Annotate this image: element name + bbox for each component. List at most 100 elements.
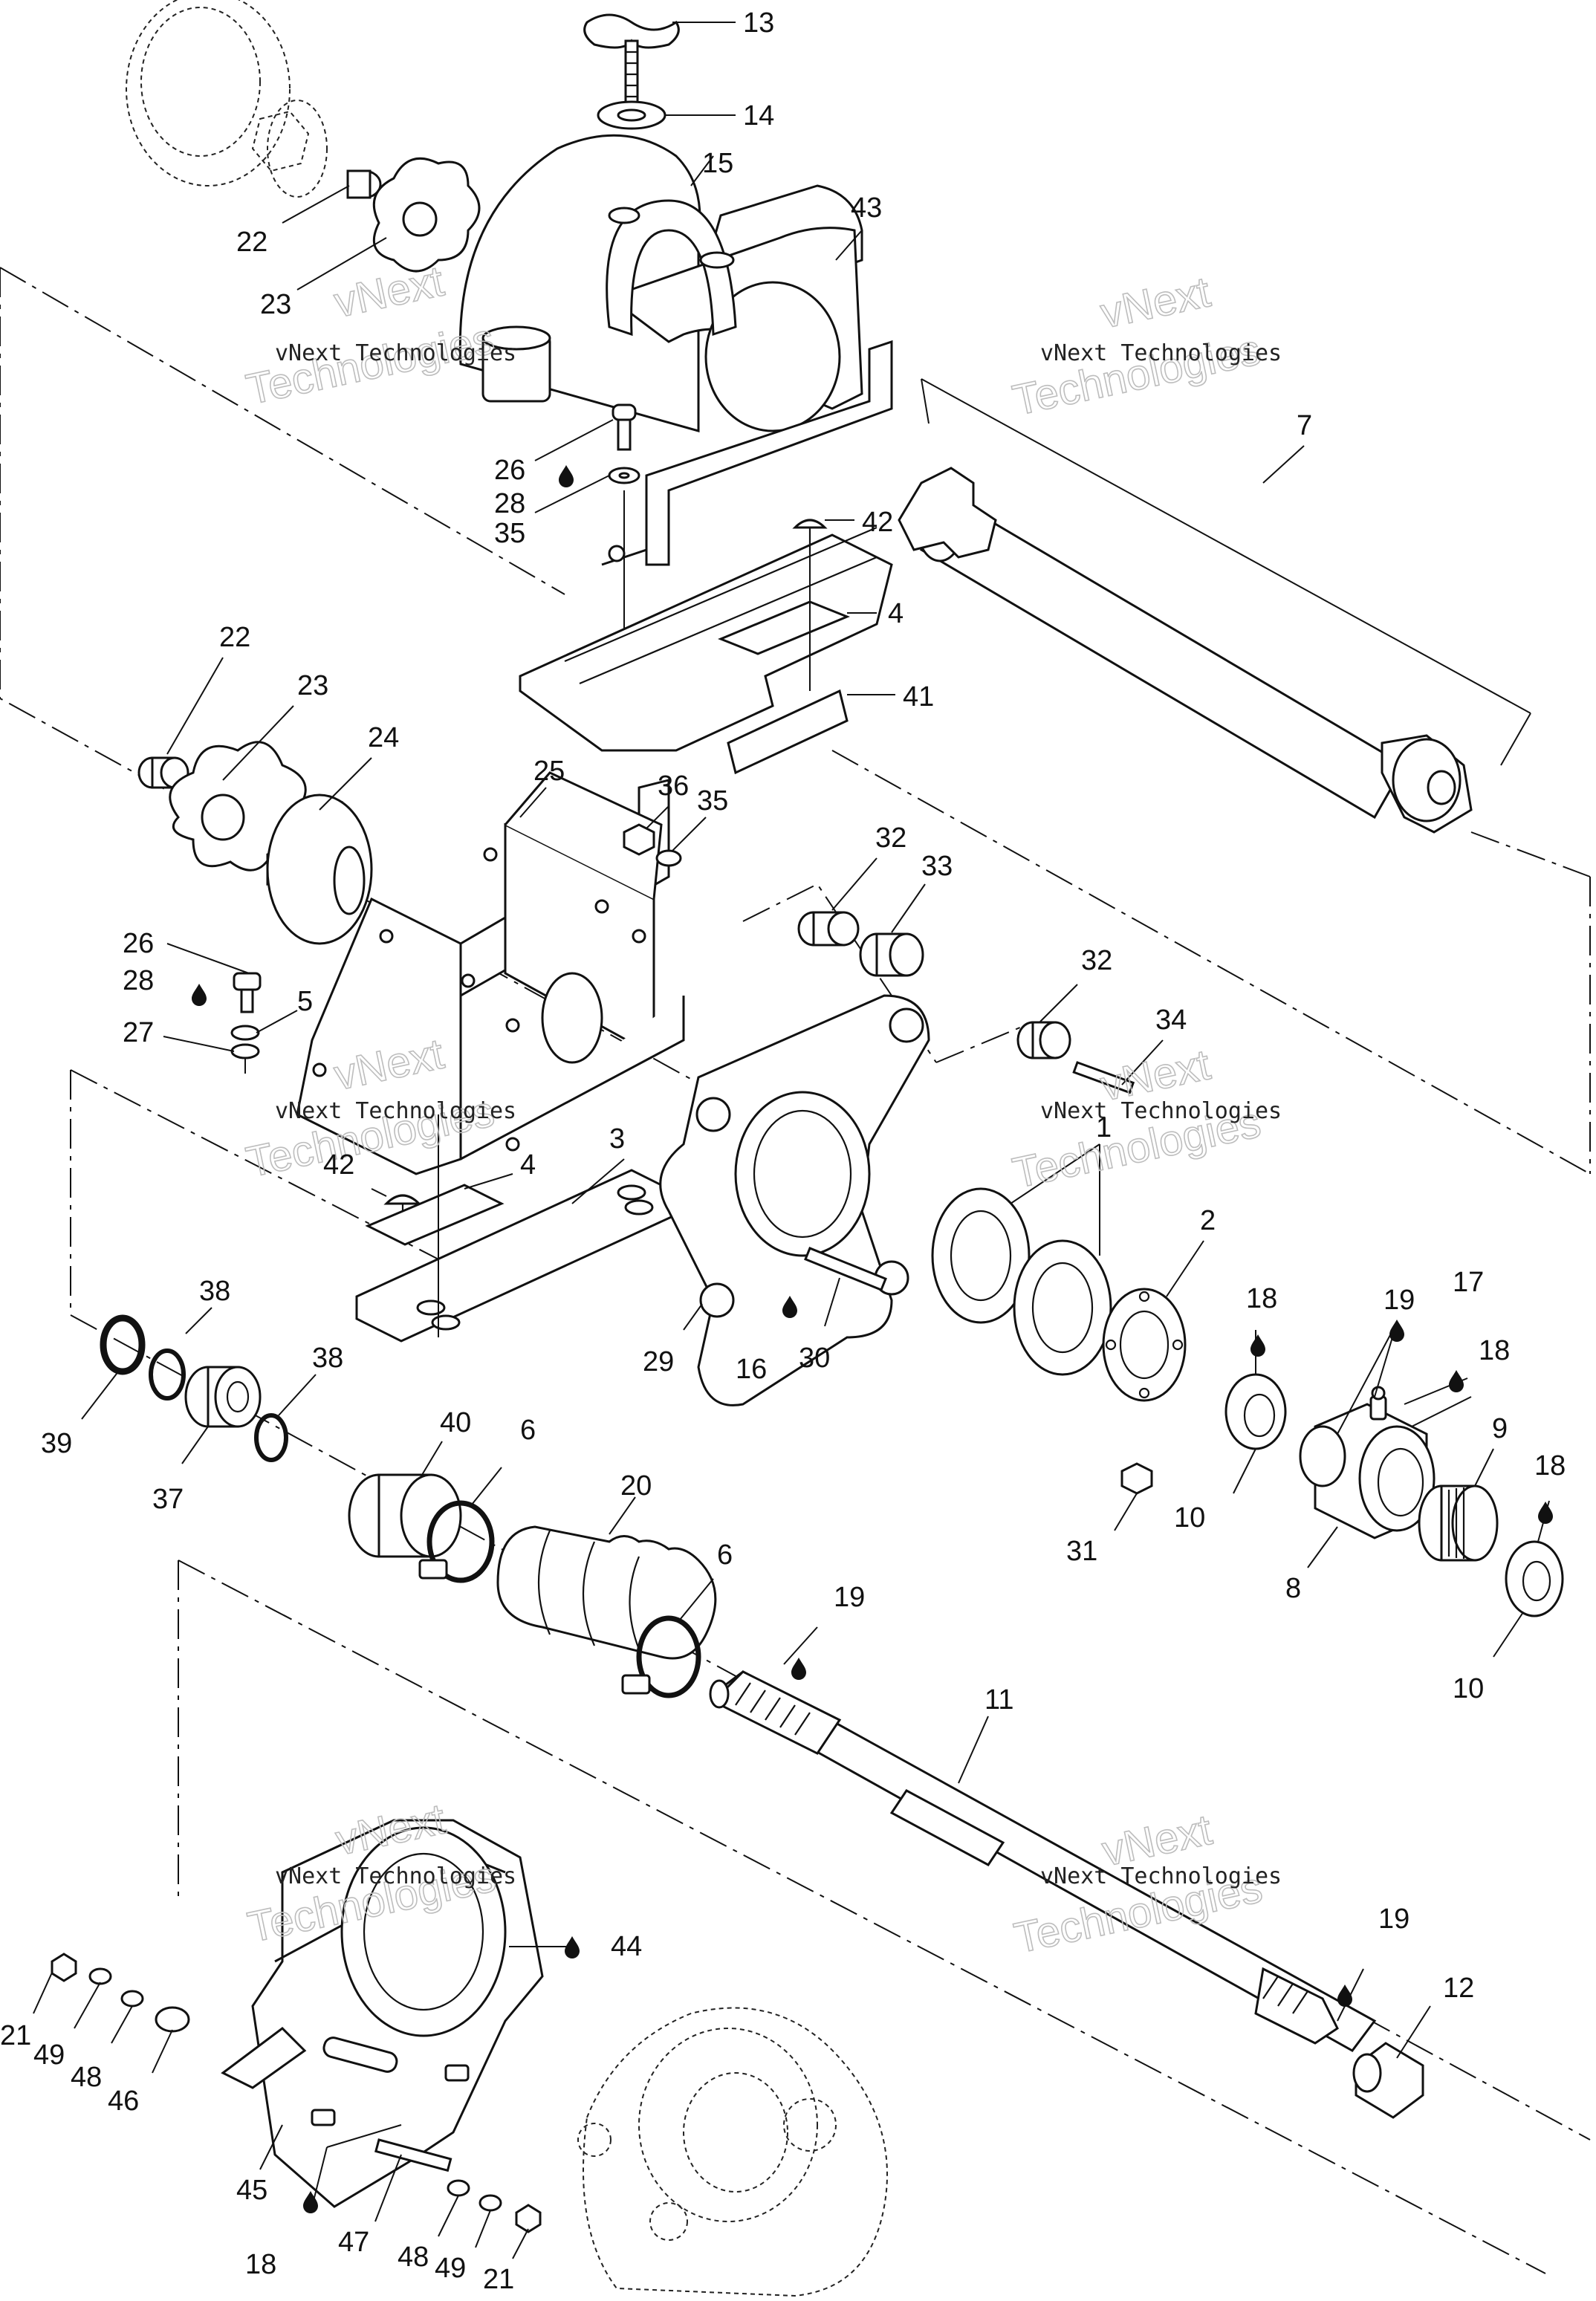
hardware-stack-bottom bbox=[374, 2138, 542, 2233]
callout-32-top: 32 bbox=[875, 822, 906, 854]
callout-21-bottom: 21 bbox=[483, 2264, 514, 2295]
seal-carrier-37 bbox=[184, 1366, 262, 1428]
callout-6-top: 6 bbox=[520, 1415, 536, 1446]
callout-35-top: 35 bbox=[494, 518, 525, 549]
boot-20 bbox=[496, 1525, 717, 1660]
callout-6-bottom: 6 bbox=[717, 1539, 733, 1571]
driveshaft-7 bbox=[898, 467, 1473, 834]
housing-45 bbox=[221, 1819, 544, 2208]
plate-4-mid bbox=[365, 1184, 505, 1246]
callout-21-left: 21 bbox=[0, 2020, 31, 2051]
strap-15 bbox=[606, 199, 737, 337]
seal-1-b bbox=[1013, 1239, 1112, 1376]
coupler-24 bbox=[266, 793, 373, 945]
callout-17: 17 bbox=[1453, 1267, 1484, 1298]
callout-42-mid: 42 bbox=[323, 1149, 354, 1181]
callout-28-mid: 28 bbox=[123, 965, 154, 996]
callout-48-left: 48 bbox=[71, 2062, 102, 2093]
callout-22-mid: 22 bbox=[219, 622, 250, 653]
callout-leaders bbox=[33, 22, 1550, 2259]
callout-10-bottom: 10 bbox=[1453, 1673, 1484, 1704]
callout-19-a: 19 bbox=[1383, 1285, 1415, 1316]
callout-36: 36 bbox=[658, 770, 689, 802]
bearing-9 bbox=[1418, 1484, 1499, 1562]
callout-18-c: 18 bbox=[1534, 1450, 1566, 1481]
stud-16 bbox=[804, 1247, 887, 1291]
callout-25: 25 bbox=[533, 756, 565, 787]
callout-45: 45 bbox=[236, 2175, 267, 2206]
nut-36 bbox=[623, 823, 655, 856]
callout-34: 34 bbox=[1155, 1005, 1187, 1036]
callout-26-mid: 26 bbox=[123, 928, 154, 959]
o-ring-38-b bbox=[254, 1413, 288, 1462]
nut-31 bbox=[1120, 1462, 1153, 1495]
impeller-shaft-11 bbox=[709, 1670, 1377, 2052]
callout-43: 43 bbox=[851, 192, 882, 224]
callout-8: 8 bbox=[1285, 1573, 1301, 1604]
callout-30: 30 bbox=[799, 1343, 830, 1374]
spacer-32-top bbox=[797, 911, 860, 947]
callout-39: 39 bbox=[41, 1428, 72, 1459]
clamp-6-a bbox=[418, 1500, 495, 1583]
callout-49-bottom: 49 bbox=[435, 2253, 466, 2284]
bracket-25 bbox=[296, 771, 685, 1175]
seal-10-a bbox=[1224, 1373, 1287, 1450]
callout-14: 14 bbox=[743, 100, 774, 132]
callout-33: 33 bbox=[921, 851, 953, 882]
callout-28-top: 28 bbox=[494, 488, 525, 519]
callout-19-b: 19 bbox=[834, 1582, 865, 1613]
callout-49-left: 49 bbox=[33, 2039, 65, 2071]
callout-2: 2 bbox=[1200, 1205, 1216, 1236]
washer-35-top bbox=[608, 467, 640, 484]
watermark-group-1: vNext Technologies bbox=[241, 256, 499, 415]
watermark-text-2: vNext Technologies bbox=[1040, 340, 1282, 366]
watermark-text-6: vNext Technologies bbox=[1040, 1863, 1282, 1889]
watermark-text-1: vNext Technologies bbox=[275, 340, 516, 366]
callout-18-b: 18 bbox=[1479, 1335, 1510, 1366]
callout-4-top: 4 bbox=[888, 598, 904, 629]
callout-42-top: 42 bbox=[862, 507, 893, 538]
ghost-jet-pump bbox=[577, 2007, 888, 2297]
svg-text:vNext: vNext bbox=[1097, 267, 1215, 337]
spacer-33 bbox=[859, 932, 924, 977]
plate-4-top bbox=[718, 600, 850, 655]
callout-10-top: 10 bbox=[1174, 1502, 1205, 1534]
callout-20: 20 bbox=[620, 1470, 652, 1502]
screw-34 bbox=[1072, 1061, 1135, 1094]
callout-38-bottom: 38 bbox=[312, 1343, 343, 1374]
callout-38-top: 38 bbox=[199, 1276, 230, 1307]
spacer-32-bottom bbox=[1016, 1021, 1071, 1059]
callout-labels: 13 14 15 43 22 23 7 26 28 35 42 4 41 22 … bbox=[0, 7, 1566, 2295]
screw-26-mid bbox=[233, 972, 262, 1013]
callout-4-mid: 4 bbox=[520, 1149, 536, 1181]
callout-40: 40 bbox=[440, 1407, 471, 1438]
callout-7: 7 bbox=[1297, 410, 1312, 441]
bushing-40 bbox=[348, 1473, 462, 1558]
ghost-engine-coupler bbox=[126, 0, 328, 198]
callout-22-top: 22 bbox=[236, 227, 267, 258]
callout-13: 13 bbox=[743, 7, 774, 39]
callout-48-bottom: 48 bbox=[398, 2242, 429, 2273]
callout-12: 12 bbox=[1443, 1973, 1474, 2004]
callout-5: 5 bbox=[297, 986, 313, 1017]
callout-11: 11 bbox=[984, 1684, 1013, 1716]
callout-23-mid: 23 bbox=[297, 670, 328, 701]
watermark-text-5: vNext Technologies bbox=[275, 1863, 516, 1889]
callout-18-d: 18 bbox=[245, 2249, 276, 2280]
cap-12 bbox=[1352, 2042, 1424, 2119]
callout-18-a: 18 bbox=[1246, 1283, 1277, 1314]
callout-9: 9 bbox=[1492, 1413, 1508, 1444]
hardware-stack-left bbox=[51, 1953, 190, 2033]
flange-29 bbox=[659, 994, 930, 1406]
callout-37: 37 bbox=[152, 1484, 184, 1515]
coupler-bushing-22-top bbox=[346, 169, 382, 199]
clamp-6-b bbox=[621, 1615, 701, 1698]
callout-1: 1 bbox=[1096, 1112, 1112, 1143]
callout-35-mid: 35 bbox=[697, 785, 728, 817]
rubber-coupler-23-top bbox=[372, 157, 481, 273]
callout-29: 29 bbox=[643, 1346, 674, 1377]
knob-13 bbox=[583, 13, 680, 109]
callout-26-top: 26 bbox=[494, 455, 525, 486]
callout-24: 24 bbox=[368, 722, 399, 753]
callout-19-c: 19 bbox=[1378, 1904, 1410, 1935]
